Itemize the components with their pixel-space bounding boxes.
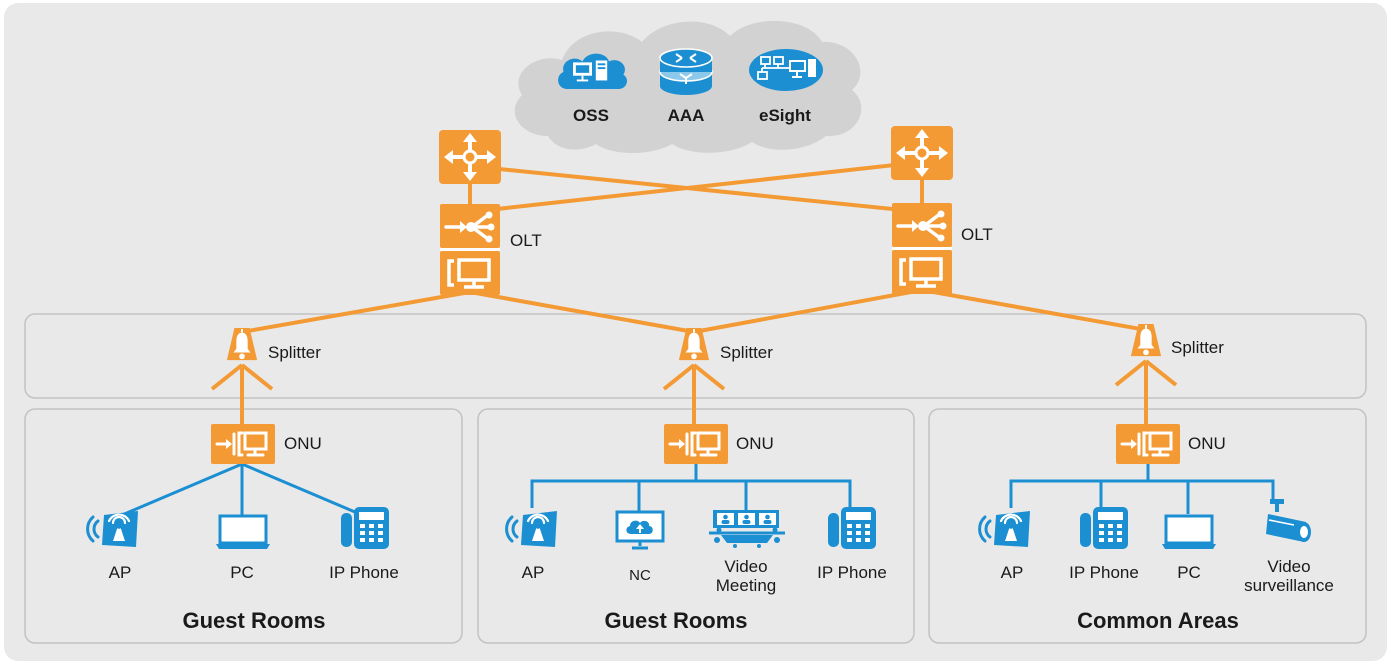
zone3-title: Common Areas bbox=[1077, 608, 1239, 633]
esight-label: eSight bbox=[759, 106, 811, 125]
zone2-device-meeting-label: Meeting bbox=[716, 576, 776, 595]
zone3-device-surveillance-label: surveillance bbox=[1244, 576, 1334, 595]
ip-phone-icon bbox=[828, 507, 876, 549]
olt-splitter-icon bbox=[440, 204, 500, 248]
zone2-device-nc-label: NC bbox=[629, 567, 651, 584]
onu-left-label: ONU bbox=[284, 434, 322, 453]
zone1-title: Guest Rooms bbox=[182, 608, 325, 633]
zone3-device-ap-label: AP bbox=[1001, 563, 1024, 582]
olt-right bbox=[892, 203, 952, 294]
aaa-database-icon bbox=[659, 48, 713, 96]
onu-middle-label: ONU bbox=[736, 434, 774, 453]
onu-middle-icon bbox=[664, 424, 728, 464]
olt-right-label: OLT bbox=[961, 225, 993, 244]
splitter-middle-label: Splitter bbox=[720, 343, 773, 362]
olt-splitter-icon bbox=[892, 203, 952, 247]
zone2-device-ip-phone-label: IP Phone bbox=[817, 563, 887, 582]
zone3-device-ip-phone-label: IP Phone bbox=[1069, 563, 1139, 582]
esight-network-icon bbox=[748, 48, 824, 92]
core-router-left-icon bbox=[439, 130, 501, 184]
optical-links bbox=[210, 160, 1178, 424]
zone2-device-video-label: Video bbox=[724, 557, 767, 576]
zone2-device-ap-label: AP bbox=[522, 563, 545, 582]
zone1-device-ip-phone-label: IP Phone bbox=[329, 563, 399, 582]
ip-phone-icon bbox=[1080, 507, 1128, 549]
oss-label: OSS bbox=[573, 106, 609, 125]
onu-right-icon bbox=[1116, 424, 1180, 464]
aaa-label: AAA bbox=[668, 106, 705, 125]
splitter-right-label: Splitter bbox=[1171, 338, 1224, 357]
zone3-device-video-label: Video bbox=[1267, 557, 1310, 576]
zone1-device-pc-label: PC bbox=[230, 563, 254, 582]
zone2-title: Guest Rooms bbox=[604, 608, 747, 633]
olt-left-label: OLT bbox=[510, 231, 542, 250]
ethernet-links bbox=[121, 462, 1275, 517]
pc-icon bbox=[1161, 514, 1217, 550]
olt-terminal-icon bbox=[440, 251, 500, 295]
onu-left-icon bbox=[211, 424, 275, 464]
pc-icon bbox=[215, 514, 271, 550]
splitter-left-label: Splitter bbox=[268, 343, 321, 362]
zone3-device-pc-label: PC bbox=[1177, 563, 1201, 582]
ip-phone-icon bbox=[341, 507, 389, 549]
core-router-right-icon bbox=[891, 126, 953, 180]
olt-terminal-icon bbox=[892, 250, 952, 294]
zone1-device-ap-label: AP bbox=[109, 563, 132, 582]
onu-right-label: ONU bbox=[1188, 434, 1226, 453]
olt-left bbox=[440, 204, 500, 295]
